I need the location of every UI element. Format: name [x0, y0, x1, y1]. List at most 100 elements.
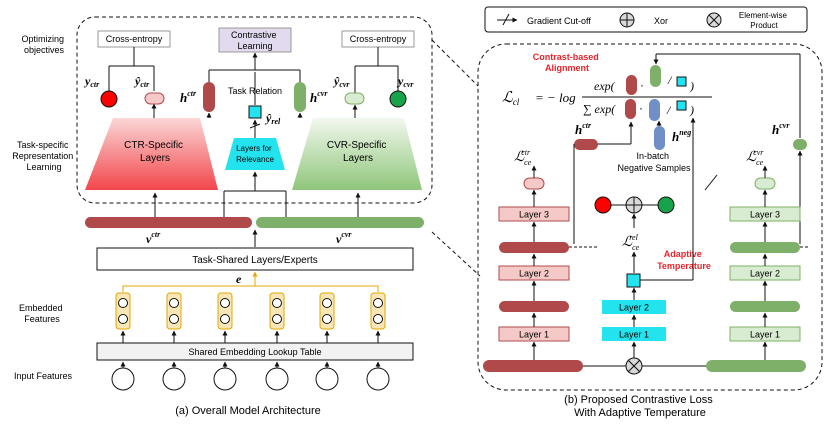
cvr-to-formula-path: [653, 53, 801, 138]
stack-hidden-bar: [730, 301, 800, 312]
stack-layer-box: [602, 327, 666, 341]
stack-layer-label: Layer 2: [519, 269, 549, 279]
h-ctr-bar: [203, 82, 215, 112]
h-neg-label: hneg: [672, 128, 691, 144]
e-bracket: [122, 271, 379, 292]
svg-text:): ): [689, 79, 694, 93]
relevance-layers-text: Layers for Relevance: [236, 144, 274, 164]
embedding-unit: [118, 298, 128, 308]
relevance-layers: [225, 138, 285, 170]
v-ctr-bar-right: [483, 360, 583, 372]
ctr-objective-tree: [108, 47, 157, 118]
caption-left: (a) Overall Model Architecture: [175, 405, 321, 417]
h-cvr-label: hcvr: [310, 89, 328, 105]
input-feature-circle: [111, 367, 135, 391]
embedding-unit: [322, 314, 332, 324]
connector-top: [431, 39, 479, 87]
legend-product-icon: [706, 12, 722, 28]
legend-box: [484, 6, 808, 33]
cross-entropy-ctr-text: Cross-entropy: [106, 34, 163, 44]
svg-text:exp(: exp(: [594, 79, 616, 93]
L-ce-rel: ℒcerel: [622, 233, 640, 252]
svg-text:·: ·: [640, 78, 644, 92]
y-ctr-label: yctr: [83, 74, 100, 89]
input-feature-circle: [162, 367, 186, 391]
legend-xor-text: Xor: [654, 16, 668, 26]
contrast-based-alignment: Contrast-based Alignment: [533, 52, 602, 73]
y-cvr-label: ycvr: [396, 74, 414, 89]
h-ctr-label-right: hctr: [575, 121, 592, 137]
adaptive-temperature: Adaptive Temperature: [657, 249, 711, 271]
ctr-to-formula-path: [573, 121, 634, 244]
cross-entropy-cvr-text: Cross-entropy: [350, 34, 407, 44]
y-ctr-dot: [100, 90, 118, 108]
dot-red: [594, 196, 612, 214]
yhat-ctr-label: ŷctr: [133, 74, 150, 89]
cvr-specific-layers-text: CVR-Specific Layers: [327, 140, 389, 164]
stack-output-pill: [523, 177, 545, 190]
embedding-lookup-table: [96, 342, 414, 361]
embedding-unit: [373, 298, 383, 308]
task-relation-text: Task Relation: [228, 86, 282, 96]
ctr-specific-layers-text: CTR-Specific Layers: [124, 140, 186, 164]
input-feature-circle: [366, 367, 390, 391]
stack-hidden-bar: [730, 242, 800, 253]
v-cvr-label: vcvr: [336, 230, 352, 246]
input-feature-circle: [265, 367, 289, 391]
input-feature-circle: [315, 367, 339, 391]
yhat-ctr-pill: [144, 92, 165, 105]
stack-hidden-bar: [499, 301, 569, 312]
embedding-lookup-table-text: Shared Embedding Lookup Table: [189, 347, 322, 357]
right-panel: Gradient Cut-off Xor Element-wise Produc…: [477, 6, 823, 419]
h-neg-bar: [654, 126, 665, 150]
embedding-unit: [118, 314, 128, 324]
dot-green: [657, 196, 675, 214]
temperature-square: [626, 273, 641, 288]
h-ctr-bar-right: [574, 139, 598, 150]
v-cvr-bar-right: [706, 360, 806, 372]
yhat-rel-label: ŷrel: [264, 111, 281, 126]
input-feature-circle: [213, 367, 237, 391]
stack-layer-label: Layer 2: [619, 303, 649, 313]
contrastive-loss-formula: ℒcl = − log exp( · / ) ∑ exp( · / ): [502, 65, 712, 121]
yhat-rel-square: [248, 105, 262, 119]
input-features: [111, 361, 390, 391]
gradient-cutoff-left: [249, 123, 261, 129]
embedding-unit: [169, 314, 179, 324]
stack-output-pill: [754, 177, 776, 190]
cvr-objective-tree: [352, 47, 399, 118]
embedding-unit: [373, 314, 383, 324]
svg-text:/: /: [667, 73, 673, 87]
h-ctr-label: hctr: [180, 89, 197, 105]
task-specific-region: [76, 16, 433, 204]
product-node: [625, 357, 643, 375]
v-cvr-bar: [256, 217, 424, 228]
trapezoid-input-arrows: [152, 171, 361, 217]
cvr-specific-layers: [292, 118, 422, 190]
svg-text:/: /: [666, 103, 672, 117]
legend-xor-icon: [619, 12, 635, 28]
xor-node: [625, 196, 643, 214]
L-ce-cvr: ℒcecvr: [746, 148, 764, 167]
v-ctr-bar: [85, 217, 252, 228]
stack-layer-label: Layer 1: [750, 330, 780, 340]
embedding-unit: [322, 298, 332, 308]
svg-text:): ): [689, 103, 694, 117]
svg-text:∑ exp(: ∑ exp(: [583, 102, 616, 116]
task-shared-layers: [96, 247, 414, 271]
contrastive-learning-text: Contrastive Learning: [231, 30, 279, 51]
svg-text:·: ·: [639, 101, 643, 115]
h-cvr-label-right: hcvr: [772, 121, 790, 137]
h-cvr-bar-right: [793, 139, 807, 150]
contrastive-learning-box: [218, 27, 292, 53]
y-cvr-dot: [389, 90, 407, 108]
stack-layer-label: Layer 3: [519, 210, 549, 220]
embedding-unit: [220, 298, 230, 308]
label-embedded-features: Embedded Features: [19, 303, 65, 324]
yhat-cvr-label: ŷcvr: [332, 74, 350, 89]
legend-cutoff-text: Gradient Cut-off: [527, 16, 591, 26]
contrastive-tree: [208, 52, 301, 105]
